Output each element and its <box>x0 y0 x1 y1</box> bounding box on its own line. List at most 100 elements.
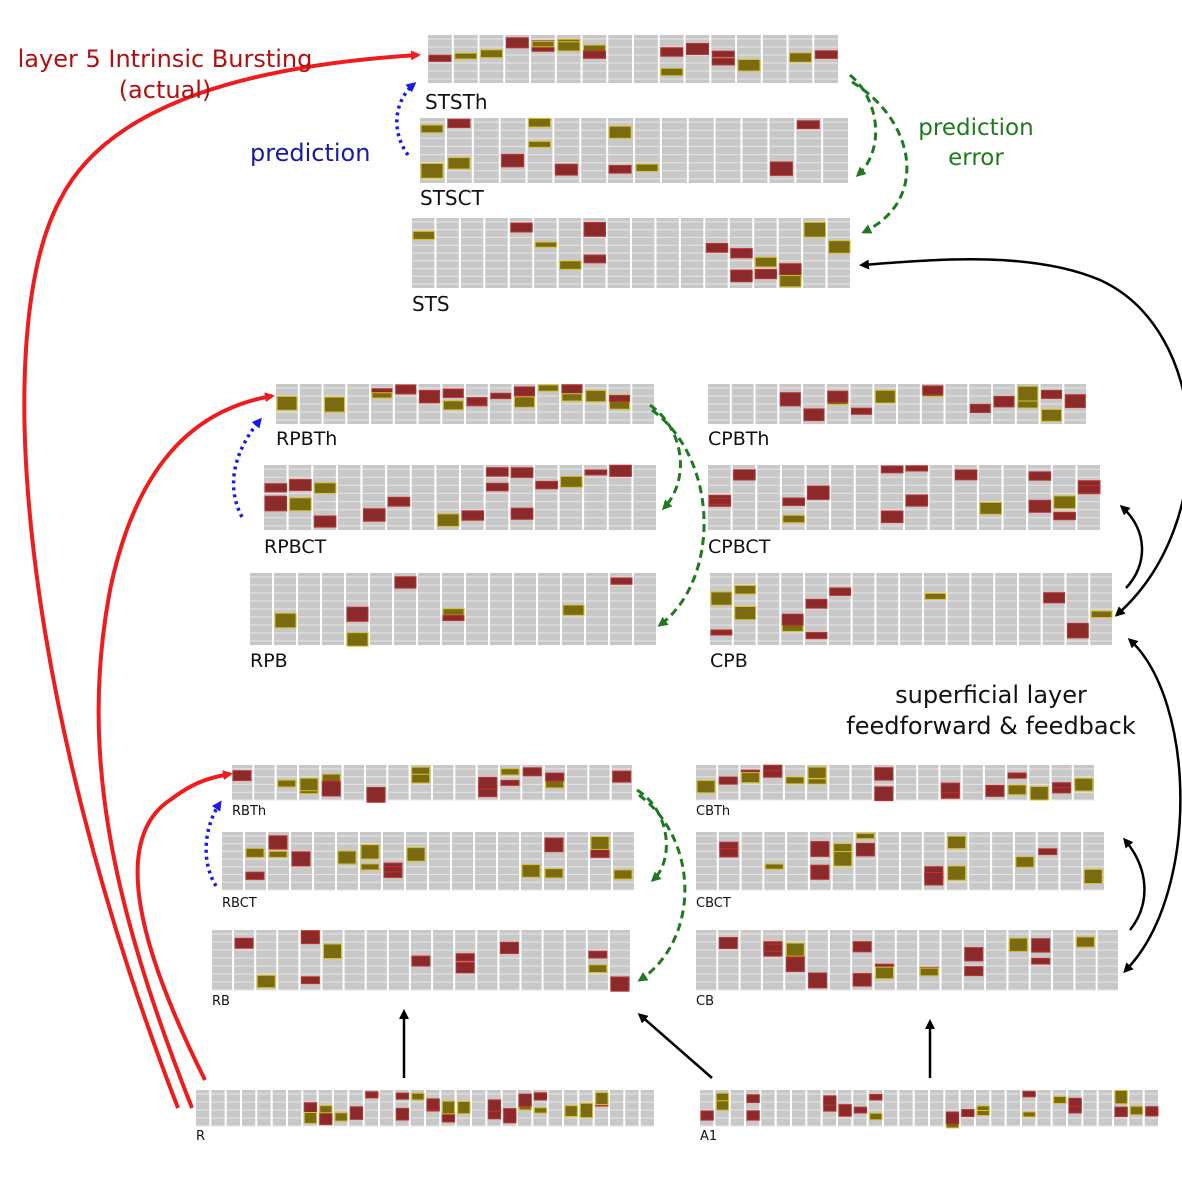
grid-column <box>1097 930 1118 990</box>
grid-column <box>534 465 558 530</box>
active-unit <box>411 955 431 967</box>
active-unit <box>828 240 851 254</box>
active-unit <box>346 606 369 622</box>
grid-column <box>559 465 583 530</box>
grid-column <box>1053 930 1074 990</box>
active-unit <box>533 1107 548 1114</box>
grid-column <box>383 832 404 890</box>
active-unit <box>1053 1096 1067 1104</box>
prediction-error-note: prediction error <box>908 114 1044 174</box>
grid-column <box>257 1090 271 1126</box>
active-unit <box>746 1110 760 1121</box>
grid-column <box>521 930 542 990</box>
active-unit <box>993 395 1015 408</box>
label-rb: RB <box>212 994 230 1009</box>
active-unit <box>559 260 582 270</box>
active-unit <box>905 465 929 472</box>
active-unit <box>1053 511 1076 521</box>
layer-grid-cpbct <box>708 465 1101 530</box>
error-arrow-rpb-ct <box>649 403 682 511</box>
active-unit <box>705 243 729 253</box>
grid-column <box>874 930 895 990</box>
active-unit <box>1052 787 1072 794</box>
grid-column <box>521 832 542 890</box>
active-unit <box>608 165 632 174</box>
label-cbct: CBCT <box>696 896 731 911</box>
active-unit <box>500 768 520 776</box>
actual-arrow-to-rpbth <box>96 392 275 1109</box>
grid-column <box>884 1090 898 1126</box>
active-unit <box>608 125 632 139</box>
label-stsct: STSCT <box>420 186 484 210</box>
active-unit <box>510 467 534 478</box>
grid-column <box>696 930 717 990</box>
grid-column <box>498 832 519 890</box>
active-unit <box>686 43 709 55</box>
grid-column <box>364 1090 378 1126</box>
active-unit <box>827 390 849 403</box>
grid-column <box>543 930 564 990</box>
active-unit <box>610 577 633 585</box>
active-unit <box>733 469 756 481</box>
active-unit <box>609 395 630 402</box>
grid-column <box>548 1090 562 1126</box>
active-unit <box>564 1105 578 1117</box>
active-unit <box>719 841 739 850</box>
active-unit <box>976 1110 990 1116</box>
grid-column <box>634 35 658 83</box>
grid-column <box>914 1090 928 1126</box>
active-unit <box>313 515 337 528</box>
active-unit <box>1067 622 1089 639</box>
active-unit <box>394 576 417 589</box>
grid-column <box>992 832 1013 890</box>
grid-column <box>1052 1090 1066 1126</box>
active-unit <box>1041 408 1062 422</box>
active-unit <box>874 389 896 404</box>
grid-column <box>242 1090 256 1126</box>
grid-column <box>829 930 851 990</box>
grid-column <box>485 465 509 530</box>
active-unit <box>510 222 533 233</box>
active-unit <box>349 1106 364 1120</box>
active-unit <box>851 407 872 415</box>
active-unit <box>337 850 357 865</box>
active-unit <box>245 871 265 880</box>
grid-column <box>1083 1090 1097 1126</box>
active-unit <box>501 153 525 168</box>
active-unit <box>789 52 812 63</box>
error-arrow-rpb-l4 <box>651 408 706 627</box>
grid-column <box>360 832 381 890</box>
active-unit <box>588 964 608 973</box>
error-arrow-sts-l4 <box>851 80 909 234</box>
active-unit <box>514 386 535 397</box>
grid-column <box>479 35 504 83</box>
grid-column <box>855 832 877 890</box>
active-unit <box>737 59 761 72</box>
active-unit <box>537 384 559 392</box>
label-ststh: STSTh <box>425 90 488 114</box>
layer-grid-cb <box>696 930 1118 991</box>
grid-column <box>222 832 243 890</box>
cb-to-cbct-arrow <box>1123 837 1146 931</box>
active-unit <box>277 779 297 788</box>
label-cpbct: CPBCT <box>708 536 771 558</box>
active-unit <box>234 937 254 949</box>
active-unit <box>383 866 403 873</box>
active-unit <box>700 1110 714 1121</box>
grid-column <box>814 35 839 83</box>
grid-column <box>1098 1090 1112 1126</box>
grid-column <box>477 930 498 990</box>
active-unit <box>869 1112 883 1121</box>
active-unit <box>395 384 417 395</box>
feedforward-arrows <box>399 258 1182 1079</box>
grid-column <box>245 832 266 890</box>
active-unit <box>522 767 542 777</box>
label-r: R <box>196 1129 206 1144</box>
active-unit <box>779 274 802 288</box>
grid-column <box>635 118 660 183</box>
active-unit <box>436 513 460 527</box>
active-unit <box>360 863 380 871</box>
active-unit <box>613 869 633 880</box>
active-unit <box>466 397 488 406</box>
